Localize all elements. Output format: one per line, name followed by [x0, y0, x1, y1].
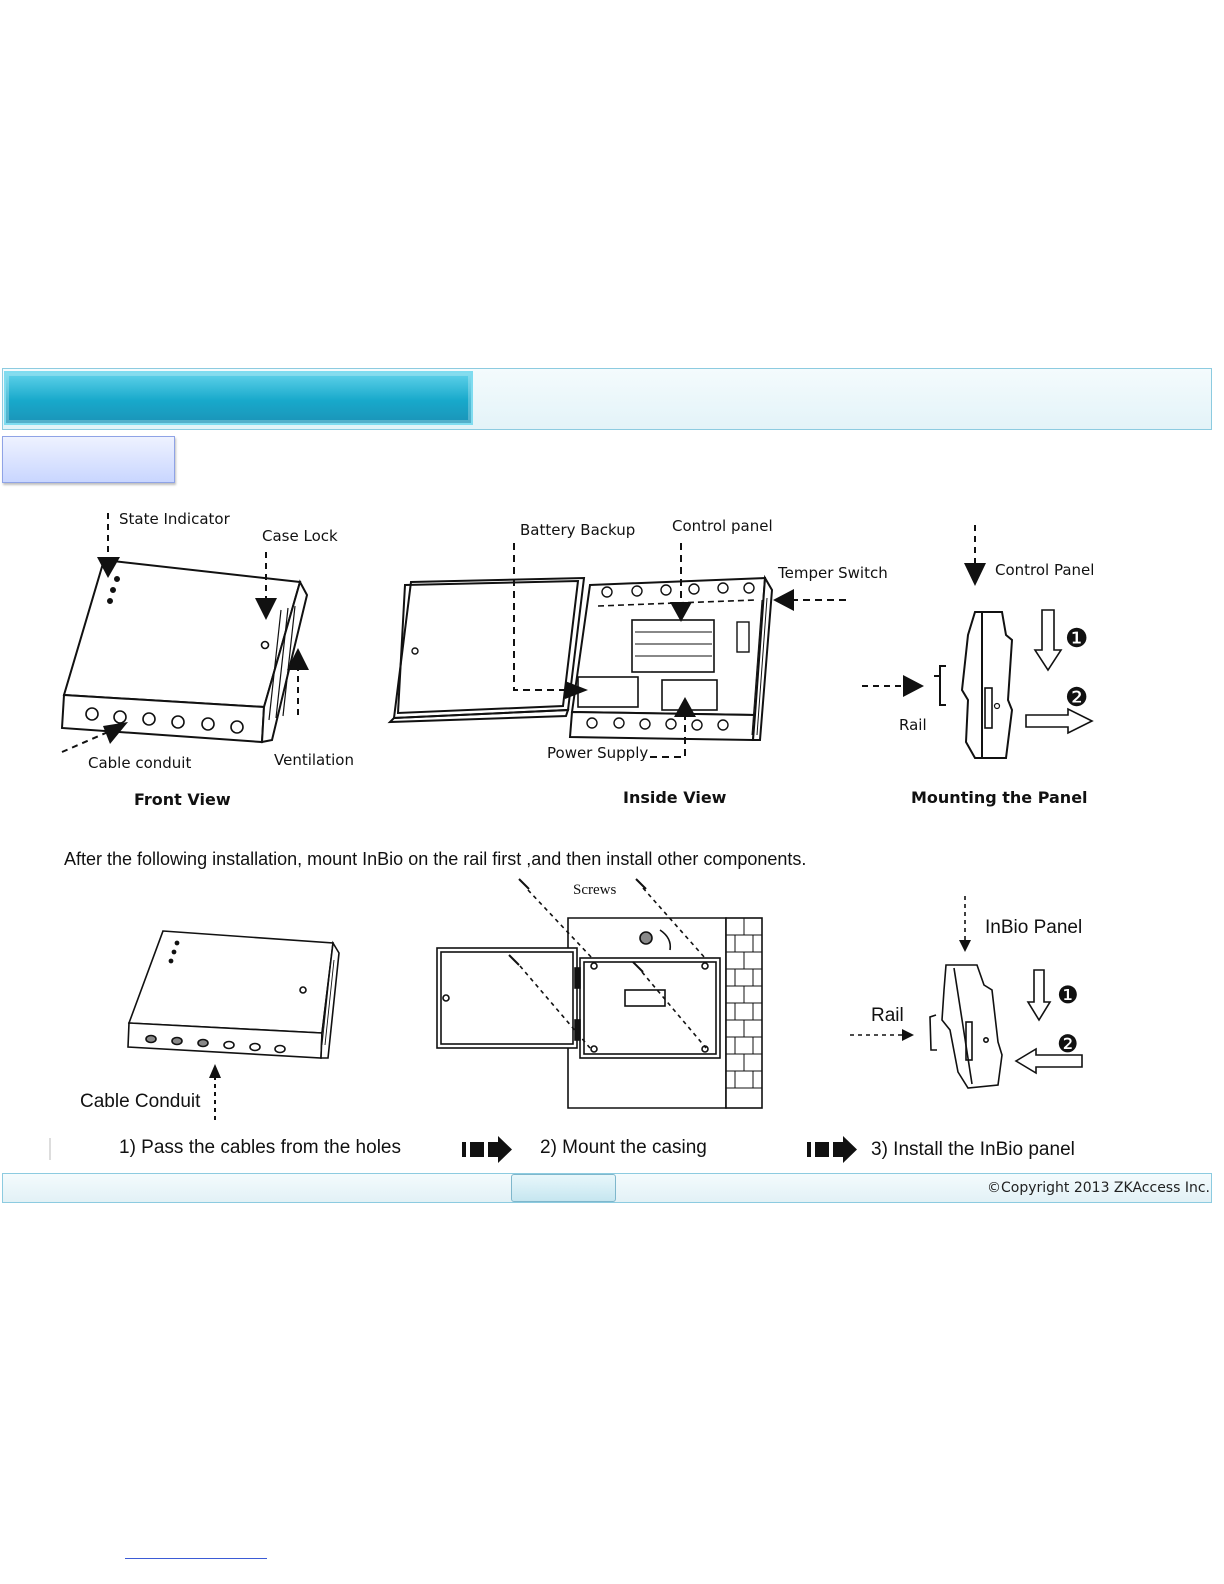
inside-view-caption: Inside View: [623, 788, 727, 807]
subsection-tab: [2, 436, 175, 483]
step-1-text: 1) Pass the cables from the holes: [119, 1137, 401, 1158]
temper-switch-label: Temper Switch: [778, 564, 888, 582]
step-2-text: 2) Mount the casing: [540, 1137, 707, 1158]
step-two-marker: ❷: [1065, 683, 1089, 713]
screws-label: Screws: [573, 882, 617, 898]
inside-view-drawing: [387, 574, 774, 742]
bottom-rail-label: Rail: [871, 1005, 904, 1026]
copyright-notice: ©Copyright 2013 ZKAccess Inc.: [987, 1180, 1210, 1196]
ventilation-label: Ventilation: [274, 751, 354, 769]
control-panel-label: Control panel: [672, 517, 773, 535]
case-lock-label: Case Lock: [262, 527, 338, 545]
power-supply-label: Power Supply: [547, 744, 649, 762]
footer-page-tab: [511, 1174, 616, 1202]
battery-backup-label: Battery Backup: [520, 521, 636, 539]
step-arrow-icon: [462, 1136, 512, 1163]
front-view-drawing: [60, 558, 309, 744]
inbio-panel-label: InBio Panel: [985, 917, 1083, 938]
mounting-panel-drawing: [934, 609, 1094, 759]
step-3-text: 3) Install the InBio panel: [871, 1139, 1075, 1160]
step-one-marker: ❶: [1065, 624, 1089, 654]
inbio-panel-mount-drawing: [929, 964, 1083, 1089]
step-arrow-icon: [807, 1136, 857, 1163]
front-view-caption: Front View: [134, 790, 231, 809]
cable-conduit-box-drawing: [127, 930, 340, 1059]
mount-casing-drawing: [436, 917, 763, 1109]
cable-conduit-label: Cable conduit: [88, 754, 192, 772]
cable-conduit-bottom-label: Cable Conduit: [80, 1091, 201, 1112]
bottom-rule: [125, 1558, 267, 1559]
section-header-tab: [4, 371, 473, 425]
state-indicator-label: State Indicator: [119, 510, 230, 528]
bottom-step-two-marker: ❷: [1057, 1030, 1079, 1058]
mounting-panel-caption: Mounting the Panel: [911, 788, 1088, 807]
mount-control-panel-label: Control Panel: [995, 561, 1095, 579]
mount-rail-label: Rail: [899, 716, 927, 734]
installation-instruction: After the following installation, mount …: [64, 849, 807, 869]
bottom-step-one-marker: ❶: [1057, 981, 1079, 1009]
